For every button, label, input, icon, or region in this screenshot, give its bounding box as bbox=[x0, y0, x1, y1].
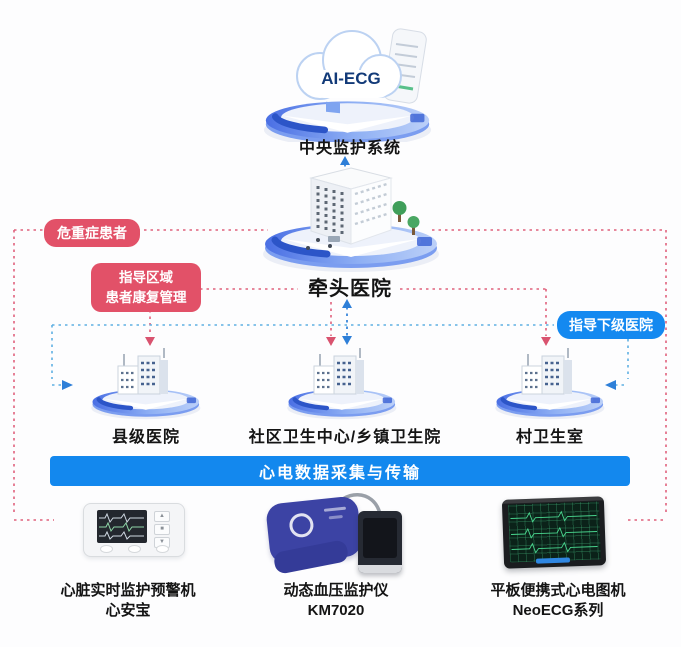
arrow-up-cloud-icon bbox=[340, 156, 350, 165]
ecg-tablet-device bbox=[501, 496, 607, 569]
heart-monitor-device: ▲ ■ ▼ bbox=[83, 503, 185, 557]
lead-hospital-illustration bbox=[256, 167, 446, 278]
arrow-down-community-icon bbox=[326, 337, 336, 346]
ai-ecg-cloud-illustration: AI-ECG bbox=[252, 28, 452, 142]
bp-recorder-base bbox=[358, 565, 402, 573]
bp-recorder-screen bbox=[363, 518, 397, 558]
ecg-tablet-traces-icon bbox=[510, 510, 598, 554]
tag-rehab-line1: 指导区域 bbox=[119, 270, 173, 285]
heart-monitor-model: 心安宝 bbox=[105, 601, 151, 619]
community-center-illustration bbox=[282, 348, 402, 424]
monitor-up-button: ▲ bbox=[154, 511, 170, 522]
red-arrowheads bbox=[145, 337, 551, 346]
hub-vertical-links-blue bbox=[344, 164, 348, 337]
bp-monitor-model: KM7020 bbox=[307, 601, 365, 619]
tag-rehab-guidance: 指导区域 患者康复管理 bbox=[91, 263, 201, 313]
heart-monitor-name: 心脏实时监护预警机 bbox=[60, 582, 196, 599]
tag-critical-patients: 危重症患者 bbox=[44, 219, 140, 247]
arrow-down-village-icon bbox=[541, 337, 551, 346]
community-building-icon bbox=[312, 348, 366, 396]
bp-monitor-name: 动态血压监护仪 bbox=[283, 582, 389, 599]
county-hospital-caption: 县级医院 bbox=[111, 429, 180, 446]
hospital-building-icon bbox=[309, 167, 393, 245]
monitor-ok-button: ■ bbox=[154, 524, 170, 535]
monitor-key2 bbox=[128, 545, 141, 553]
village-clinic-illustration bbox=[490, 348, 610, 424]
ecg-tablet-label: 平板便携式心电图机 NeoECG系列 bbox=[478, 581, 638, 620]
monitor-key1 bbox=[100, 545, 113, 553]
tag-guide-lower-hospitals: 指导下级医院 bbox=[557, 311, 665, 339]
ai-ecg-label: AI-ECG bbox=[321, 69, 381, 88]
community-center-caption: 社区卫生中心/乡镇卫生院 bbox=[248, 429, 442, 446]
bp-recorder-device bbox=[358, 511, 402, 573]
ecg-tablet-button-bar bbox=[535, 557, 571, 564]
ecg-tablet-screen bbox=[507, 501, 601, 563]
ecg-tablet-model: NeoECG系列 bbox=[512, 601, 604, 619]
central-monitoring-caption: 中央监护系统 bbox=[298, 140, 401, 157]
village-clinic-caption: 村卫生室 bbox=[515, 429, 584, 446]
county-building-icon bbox=[116, 348, 170, 396]
bp-cuff-marking bbox=[323, 506, 347, 512]
bp-monitor-label: 动态血压监护仪 KM7020 bbox=[256, 581, 416, 620]
county-hospital-illustration bbox=[86, 348, 206, 424]
arrow-right-county-icon bbox=[62, 380, 73, 390]
cloud-icon: AI-ECG bbox=[296, 30, 402, 100]
monitor-key3 bbox=[156, 545, 169, 553]
tag-rehab-line2: 患者康复管理 bbox=[105, 289, 187, 305]
arrow-down-hub-icon bbox=[342, 336, 352, 345]
heart-monitor-screen bbox=[97, 510, 147, 543]
bp-cuff-marking2 bbox=[328, 514, 343, 520]
critical-patient-path-red bbox=[13, 229, 667, 521]
lead-hospital-caption: 牵头医院 bbox=[308, 278, 392, 300]
bp-cuff-ring-icon bbox=[288, 512, 315, 539]
ecg-transmission-banner: 心电数据采集与传输 bbox=[50, 456, 630, 486]
ecg-tablet-name: 平板便携式心电图机 bbox=[490, 582, 626, 599]
arrow-down-county-icon bbox=[145, 337, 155, 346]
blue-arrowheads bbox=[62, 156, 616, 390]
arrow-left-village-icon bbox=[605, 380, 616, 390]
village-building-icon bbox=[520, 348, 574, 396]
ecg-waveform-icon bbox=[99, 512, 144, 540]
trees-icon bbox=[306, 201, 420, 250]
arrow-up-hub-icon bbox=[342, 299, 352, 308]
heart-monitor-label: 心脏实时监护预警机 心安宝 bbox=[48, 581, 208, 620]
guide-path-blue bbox=[51, 324, 629, 386]
